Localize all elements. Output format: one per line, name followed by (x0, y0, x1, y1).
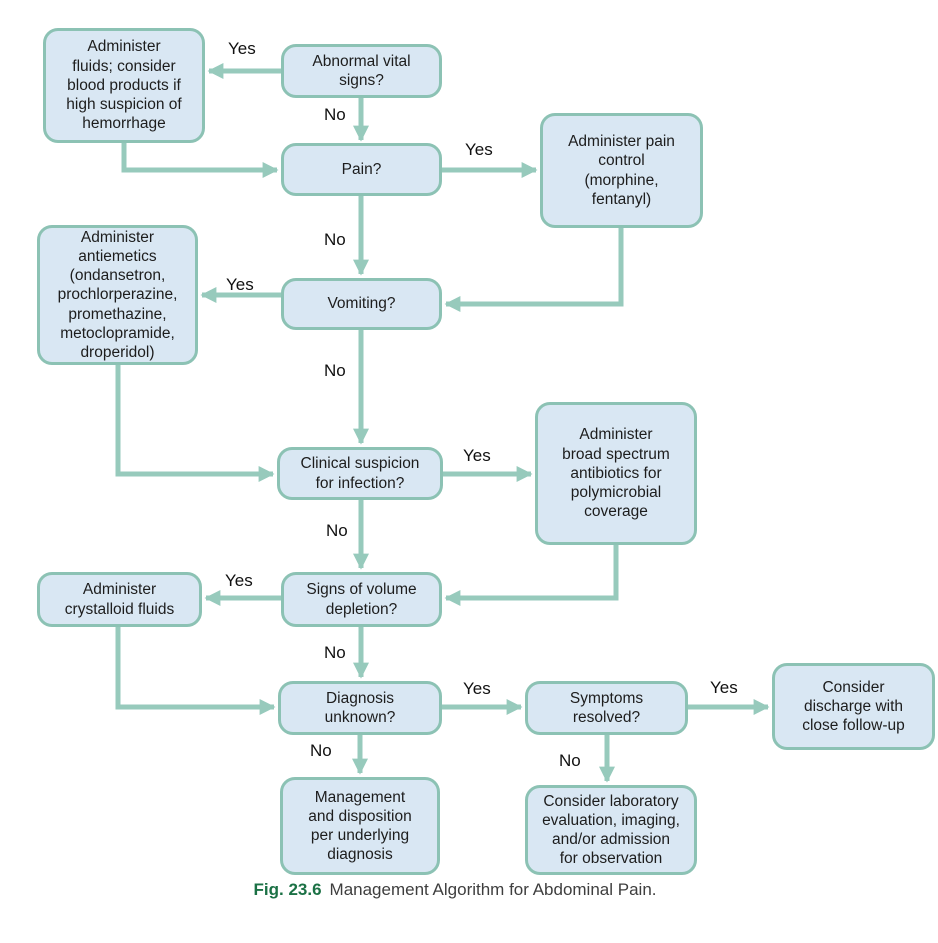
edge-antiemetics-to-infection (115, 365, 275, 483)
edge-label-diagnosis-no: No (310, 741, 332, 760)
edge-paincontrol-to-vomiting (444, 228, 624, 313)
edge-label-infection-yes: Yes (463, 446, 491, 465)
node-crystalloid-fluids: Administer crystalloid fluids (37, 572, 202, 627)
node-volume-depletion: Signs of volume depletion? (281, 572, 442, 627)
edge-label-pain-yes: Yes (465, 140, 493, 159)
edge-label-symptoms-yes: Yes (710, 678, 738, 697)
node-abnormal-vital-signs: Abnormal vital signs? (281, 44, 442, 98)
node-antibiotics: Administer broad spectrum antibiotics fo… (535, 402, 697, 545)
node-symptoms-resolved: Symptoms resolved? (525, 681, 688, 735)
edge-crystalloid-to-diagnosis (115, 627, 276, 716)
edge-label-abnormal-yes: Yes (228, 39, 256, 58)
node-pain-control: Administer pain control (morphine, fenta… (540, 113, 703, 228)
node-vomiting: Vomiting? (281, 278, 442, 330)
figure-caption: Fig. 23.6 Management Algorithm for Abdomi… (150, 880, 760, 900)
edge-label-infection-no: No (326, 521, 348, 540)
node-diagnosis-unknown: Diagnosis unknown? (278, 681, 442, 735)
node-management-disposition: Management and disposition per underlyin… (280, 777, 440, 875)
edge-label-vomiting-yes: Yes (226, 275, 254, 294)
figure-caption-text: Management Algorithm for Abdominal Pain. (329, 880, 657, 899)
edge-label-pain-no: No (324, 230, 346, 249)
node-pain: Pain? (281, 143, 442, 196)
edge-label-vomiting-no: No (324, 361, 346, 380)
edge-fluids-to-pain (121, 143, 279, 179)
edge-label-volume-yes: Yes (225, 571, 253, 590)
edge-antibiotics-to-volume (444, 545, 619, 607)
edge-label-diagnosis-yes: Yes (463, 679, 491, 698)
node-infection-suspicion: Clinical suspicion for infection? (277, 447, 443, 500)
node-administer-fluids: Administer fluids; consider blood produc… (43, 28, 205, 143)
node-antiemetics: Administer antiemetics (ondansetron, pro… (37, 225, 198, 365)
edge-label-abnormal-no: No (324, 105, 346, 124)
node-lab-evaluation: Consider laboratory evaluation, imaging,… (525, 785, 697, 875)
edge-label-symptoms-no: No (559, 751, 581, 770)
node-consider-discharge: Consider discharge with close follow-up (772, 663, 935, 750)
edge-label-volume-no: No (324, 643, 346, 662)
figure-caption-label: Fig. 23.6 (253, 880, 322, 899)
